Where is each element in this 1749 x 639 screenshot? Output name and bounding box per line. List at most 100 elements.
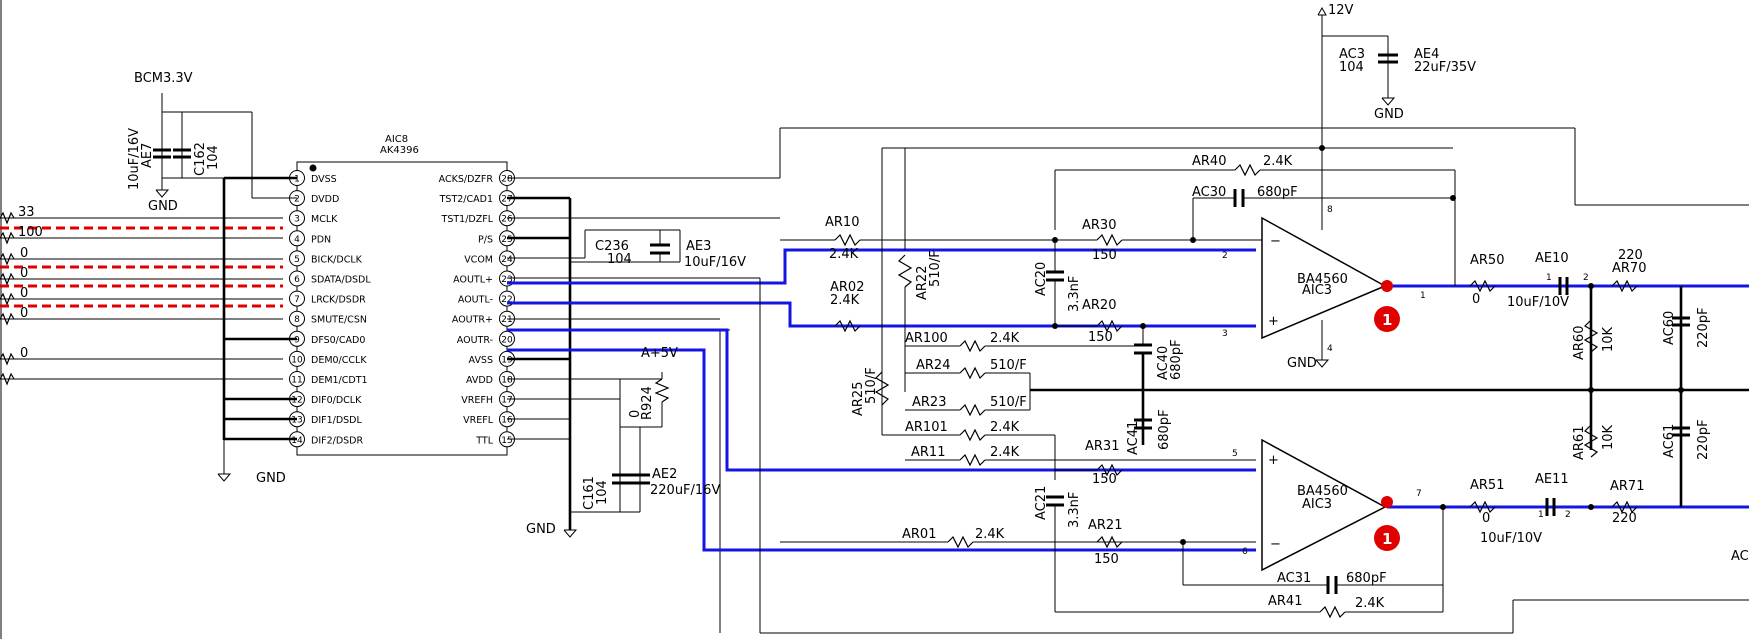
ar11-value: 2.4K — [990, 445, 1020, 460]
ae4-ref: AE4 — [1414, 47, 1439, 62]
ac3-ref: AC3 — [1339, 47, 1365, 62]
gnd-mid-label: GND — [256, 471, 286, 486]
ar60-ref: AR60 — [1572, 326, 1587, 360]
ic-pin-25-number: 25 — [501, 235, 512, 245]
ic-pin-27-name: TST2/CAD1 — [439, 194, 493, 205]
ar30-ref: AR30 — [1082, 218, 1116, 233]
ic-pin-10-name: DEM0/CCLK — [311, 355, 367, 366]
opamp-bot-minus: − — [1270, 537, 1281, 552]
ar71-ref: AR71 — [1610, 479, 1644, 494]
ar100-value: 2.4K — [990, 331, 1020, 346]
ic-pin-4-name: PDN — [311, 234, 331, 245]
ar41-ref: AR41 — [1268, 594, 1302, 609]
ar101-ref: AR101 — [905, 420, 948, 435]
ae3-value: 10uF/16V — [684, 255, 746, 270]
ic-pin-23-name: AOUTL+ — [453, 275, 493, 286]
ic-pin-20-number: 20 — [501, 335, 513, 345]
ic-pin-19-name: AVSS — [469, 355, 493, 366]
ic-pin-10-number: 10 — [291, 355, 303, 365]
marker-bottom: 1 — [1374, 496, 1400, 551]
ar21-ref: AR21 — [1088, 518, 1122, 533]
ae11-ref: AE11 — [1535, 472, 1569, 487]
dac-right-wiring — [507, 127, 1749, 633]
ic-right-pins: 28ACKS/DZFR27TST2/CAD126TST1/DZFL25P/S24… — [439, 170, 515, 448]
ac60-ref: AC60 — [1662, 311, 1677, 345]
ic-pin-13-number: 13 — [291, 416, 302, 426]
ae7-value: 10uF/16V — [127, 128, 142, 190]
ic-pin-17-name: VREFH — [461, 395, 493, 406]
ic-pin-2-name: DVDD — [311, 194, 339, 205]
ar23-value: 510/F — [990, 395, 1027, 410]
ic-pin-8-bubble — [289, 310, 305, 327]
opamp-top-part: BA4560 — [1297, 272, 1348, 287]
ar50-ref: AR50 — [1470, 253, 1504, 268]
c236-value: 104 — [607, 252, 632, 267]
ic-pin-1-name: DVSS — [311, 174, 337, 185]
output-stage — [1469, 277, 1690, 516]
r924-ref: R924 — [640, 386, 655, 420]
gnd-top-label: GND — [1374, 107, 1404, 122]
r0a-value: 0 — [20, 246, 28, 261]
ic-pin-6-number: 6 — [294, 275, 300, 285]
ic-pin-2-number: 2 — [294, 195, 300, 205]
ar22-ref: AR22 — [915, 266, 930, 300]
ic-pin-26-number: 26 — [501, 215, 513, 225]
opamp-bot-pin6: 6 — [1242, 547, 1248, 557]
c161-ref: C161 — [582, 476, 597, 510]
opamp-top: − + BA4560 AIC3 2 3 1 8 4 GND — [1222, 205, 1426, 371]
ar02-ref: AR02 — [830, 280, 864, 295]
ar100-ref: AR100 — [905, 331, 948, 346]
ac3-value: 104 — [1339, 60, 1364, 75]
ar22-value: 510/F — [928, 250, 943, 287]
ac41-ref: AC41 — [1126, 421, 1141, 455]
ae11-value: 10uF/10V — [1480, 531, 1542, 546]
ic-pin-22-name: AOUTL- — [458, 295, 493, 306]
ar24-value: 510/F — [990, 358, 1027, 373]
opamp-bot-pin5: 5 — [1232, 449, 1238, 459]
ic-pin-27-number: 27 — [501, 195, 512, 205]
ic-pin-6-bubble — [289, 270, 305, 287]
ar51-ref: AR51 — [1470, 478, 1504, 493]
ac61-value: 220pF — [1696, 419, 1711, 460]
ar40-ref: AR40 — [1192, 154, 1226, 169]
ae7-ref: AE7 — [140, 143, 155, 168]
ac20-value: 3.3nF — [1067, 276, 1082, 312]
ae10-pin1: 1 — [1546, 273, 1552, 283]
ar60-value: 10K — [1601, 326, 1616, 352]
ic-pin-1-number: 1 — [294, 175, 300, 185]
ic-pin-3-number: 3 — [294, 215, 300, 225]
ic-pin-6-name: SDATA/DSDL — [311, 275, 371, 286]
opamp-top-ref: AIC3 — [1302, 283, 1332, 298]
opamp-bot-ref: AIC3 — [1302, 497, 1332, 512]
gnd-ic-label: GND — [526, 522, 556, 537]
ic-pin-28-number: 28 — [501, 175, 513, 185]
ic-part: AK4396 — [380, 145, 419, 156]
r0d-value: 0 — [20, 306, 28, 321]
ar25-ref: AR25 — [851, 382, 866, 416]
highlight-dashed-red — [0, 226, 283, 308]
ic-pin-11-bubble — [289, 371, 305, 387]
ic-pin-14-name: DIF2/DSDR — [311, 435, 363, 446]
ar61-value: 10K — [1601, 424, 1616, 450]
opamp-top-minus: − — [1270, 234, 1281, 249]
opamp-top-plus: + — [1268, 314, 1279, 329]
ic-pin-12-name: DIF0/DCLK — [311, 395, 362, 406]
ar31-ref: AR31 — [1085, 439, 1119, 454]
ac40-value: 680pF — [1169, 339, 1184, 380]
ic-ref: AIC8 — [385, 134, 408, 145]
ar02-value: 2.4K — [830, 293, 860, 308]
ae2-ref: AE2 — [652, 467, 677, 482]
ae4-value: 22uF/35V — [1414, 60, 1476, 75]
ic-pin-15-name: TTL — [475, 435, 493, 446]
ic-pin-11-name: DEM1/CDT1 — [311, 375, 368, 386]
dac-signal-traces — [507, 248, 1749, 552]
marker-top: 1 — [1374, 280, 1400, 332]
opamp-wiring — [759, 147, 1749, 634]
ic-pin-11-number: 11 — [291, 376, 302, 386]
opamp-top-pin3: 3 — [1222, 329, 1228, 339]
opamp-top-pin2: 2 — [1222, 251, 1228, 261]
ic-pin-24-number: 24 — [501, 255, 513, 265]
